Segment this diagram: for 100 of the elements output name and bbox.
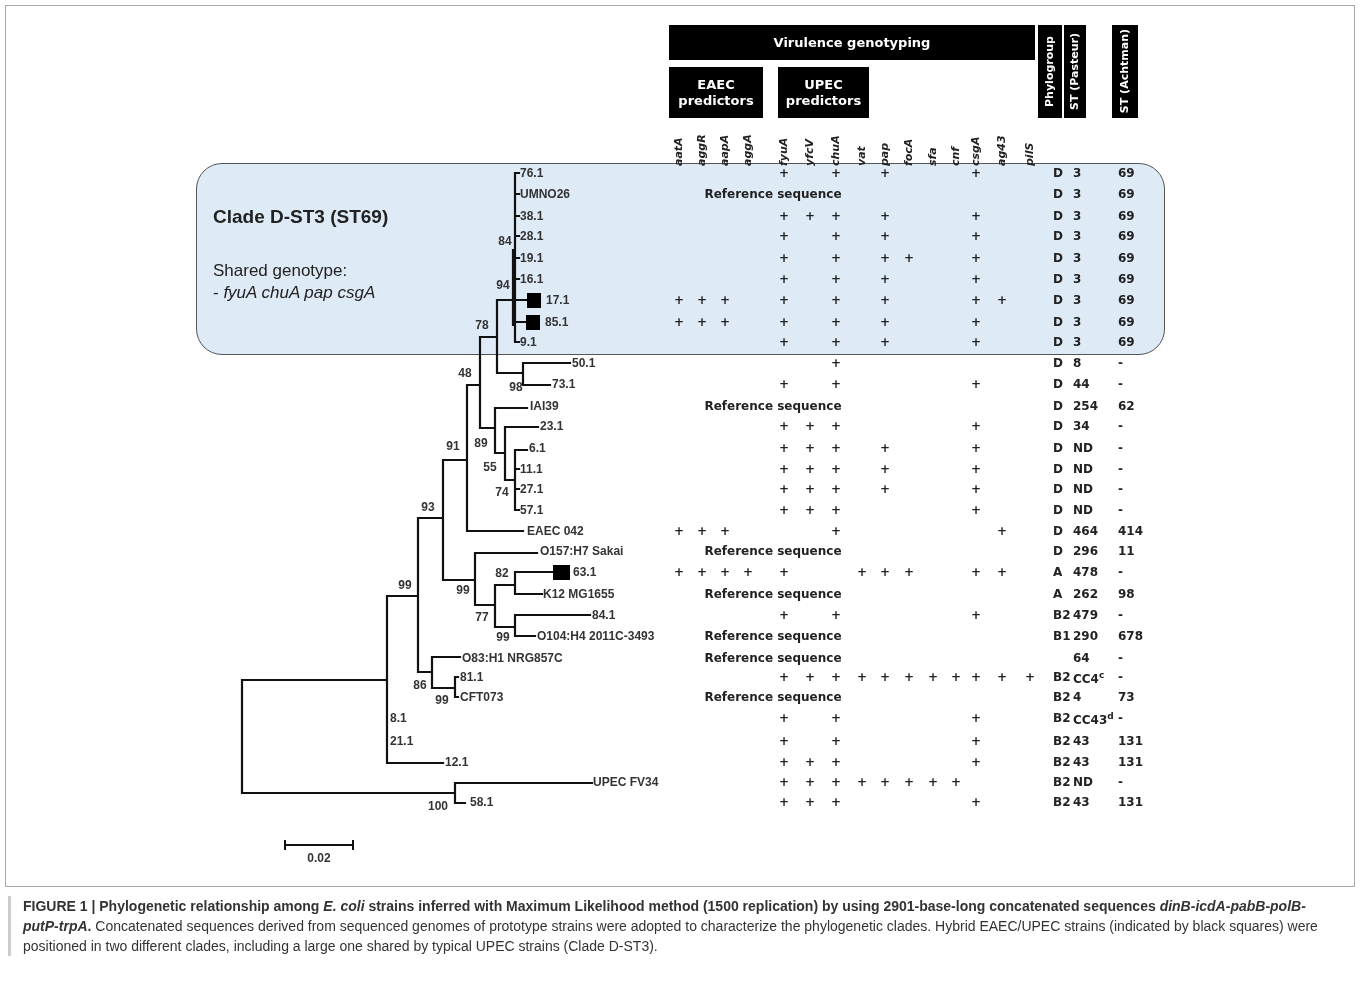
presence-mark: + <box>778 336 790 348</box>
bootstrap-value: 93 <box>421 500 435 514</box>
presence-mark: + <box>830 525 842 537</box>
strain-name: UPEC FV34 <box>593 775 659 789</box>
st-achtman-value: - <box>1118 377 1123 391</box>
strain-name: O157:H7 Sakai <box>540 544 624 558</box>
st-pasteur-value: 479 <box>1073 608 1099 622</box>
presence-mark: + <box>804 210 816 222</box>
strain-name: 9.1 <box>520 335 537 349</box>
reference-note: Reference sequence <box>704 690 842 704</box>
st-achtman-value: 678 <box>1118 629 1144 643</box>
st-achtman-value: - <box>1118 441 1123 455</box>
strain-name: 58.1 <box>470 795 494 809</box>
presence-mark: + <box>830 776 842 788</box>
presence-mark: + <box>778 483 790 495</box>
st-pasteur-value: 4 <box>1073 690 1082 704</box>
presence-mark: + <box>903 566 915 578</box>
phylogroup-value: D <box>1053 229 1063 243</box>
presence-mark: + <box>830 294 842 306</box>
phylogroup-value: D <box>1053 377 1063 391</box>
st-pasteur-value: 43 <box>1073 734 1090 748</box>
presence-mark: + <box>996 294 1008 306</box>
reference-note: Reference sequence <box>704 651 842 665</box>
presence-mark: + <box>830 252 842 264</box>
strain-name: 17.1 <box>546 293 570 307</box>
group-header: Virulence genotyping <box>669 25 1035 60</box>
strain-name: 73.1 <box>552 377 576 391</box>
phylogroup-value: A <box>1053 565 1063 579</box>
presence-mark: + <box>830 167 842 179</box>
presence-mark: + <box>673 566 685 578</box>
phylogroup-value: D <box>1053 503 1063 517</box>
bootstrap-value: 99 <box>398 578 412 592</box>
presence-mark: + <box>970 378 982 390</box>
gene-name: fyuA <box>778 136 790 166</box>
group-header: ST (Pasteur) <box>1064 25 1086 118</box>
st-pasteur-value: 3 <box>1073 229 1082 243</box>
presence-mark: + <box>804 671 816 683</box>
presence-mark: + <box>996 671 1008 683</box>
presence-mark: + <box>696 316 708 328</box>
presence-mark: + <box>719 316 731 328</box>
st-pasteur-value: ND <box>1073 775 1093 789</box>
figure-caption: FIGURE 1 | Phylogenetic relationship among E. coli strains inferred with Maximum Likelihood method (1500 replication) by using 2901-base-long concatenated sequences dinB-icdA-pabB-polB-putP-trpA. Concatenated sequences derived from sequenced genomes of prototype strains were adopted to characterize the phylogenetic clades. Hybrid EAEC/UPEC strains (indicated by black squares) were positioned in two different clades, including a large one shared by typical UPEC strains (Clade D-ST3). <box>8 896 1338 956</box>
phylogroup-value: D <box>1053 272 1063 286</box>
gene-name: aggA <box>742 133 754 166</box>
phylogroup-value: D <box>1053 187 1063 201</box>
st-achtman-value: - <box>1118 462 1123 476</box>
st-pasteur-value: 34 <box>1073 419 1090 433</box>
presence-mark: + <box>778 210 790 222</box>
phylogroup-value: B2 <box>1053 711 1071 725</box>
st-pasteur-value: 8 <box>1073 356 1082 370</box>
reference-note: Reference sequence <box>704 587 842 601</box>
presence-mark: + <box>996 525 1008 537</box>
scale-value: 0.02 <box>307 851 331 865</box>
group-header: Phylogroup <box>1038 25 1062 118</box>
bootstrap-value: 99 <box>496 630 510 644</box>
presence-mark: + <box>804 463 816 475</box>
strain-name: 11.1 <box>520 462 543 476</box>
presence-mark: + <box>970 420 982 432</box>
bootstrap-value: 77 <box>475 610 489 624</box>
strain-name: 12.1 <box>445 755 469 769</box>
presence-mark: + <box>778 756 790 768</box>
strain-name: 84.1 <box>592 608 616 622</box>
presence-mark: + <box>879 483 891 495</box>
phylogroup-value: B2 <box>1053 775 1071 789</box>
gene-name: csgA <box>970 135 982 166</box>
presence-mark: + <box>879 463 891 475</box>
strain-name: 50.1 <box>572 356 596 370</box>
bootstrap-value: 82 <box>495 566 509 580</box>
presence-mark: + <box>830 420 842 432</box>
st-achtman-value: 69 <box>1118 187 1135 201</box>
st-pasteur-value: 3 <box>1073 251 1082 265</box>
st-pasteur-value: 290 <box>1073 629 1099 643</box>
presence-mark: + <box>804 776 816 788</box>
gene-name: focA <box>903 137 915 166</box>
presence-mark: + <box>1024 671 1036 683</box>
presence-mark: + <box>830 442 842 454</box>
phylogroup-value: D <box>1053 482 1063 496</box>
presence-mark: + <box>996 566 1008 578</box>
strain-name: 6.1 <box>529 441 546 455</box>
strain-name: 8.1 <box>390 711 407 725</box>
presence-mark: + <box>778 230 790 242</box>
phylogroup-value: D <box>1053 166 1063 180</box>
st-achtman-value: 131 <box>1118 755 1144 769</box>
presence-mark: + <box>830 316 842 328</box>
presence-mark: + <box>778 776 790 788</box>
presence-mark: + <box>673 525 685 537</box>
presence-mark: + <box>778 504 790 516</box>
gene-name: vat <box>856 145 868 166</box>
presence-mark: + <box>927 776 939 788</box>
strain-name: K12 MG1655 <box>543 587 615 601</box>
strain-name: 16.1 <box>520 272 544 286</box>
st-achtman-value: 73 <box>1118 690 1135 704</box>
presence-mark: + <box>970 671 982 683</box>
st-achtman-value: 11 <box>1118 544 1135 558</box>
presence-mark: + <box>879 167 891 179</box>
presence-mark: + <box>927 671 939 683</box>
phylogroup-value: B2 <box>1053 690 1071 704</box>
strain-name: EAEC 042 <box>527 524 584 538</box>
presence-mark: + <box>804 420 816 432</box>
gene-name: pilS <box>1024 141 1036 166</box>
